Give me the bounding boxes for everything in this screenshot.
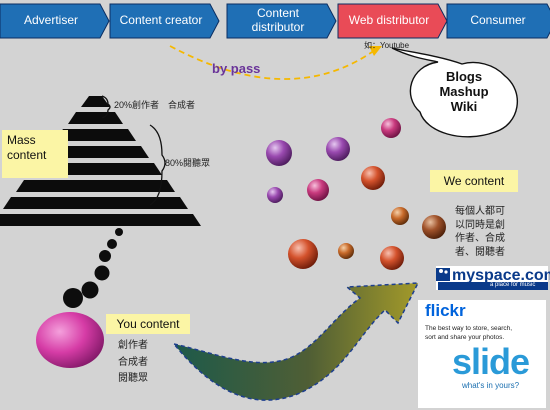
myspace-logo-tagline: a place for music [490, 282, 536, 288]
value-chain-svg [0, 3, 550, 39]
chain-step-label: Content distributor [251, 6, 305, 34]
chain-step-5-shape [446, 3, 550, 39]
chain-step-3-shape [226, 3, 337, 39]
text-line: The best way to store, search, [425, 325, 513, 332]
you-content-bubble [36, 312, 104, 368]
pyramid [0, 96, 201, 226]
text-line: 創作者 [118, 340, 148, 351]
flickr-logo-name: flickr [425, 301, 466, 320]
flickr-logo-tagline: The best way to store, search, sort and s… [425, 324, 512, 342]
flickr-slide-panel [418, 300, 546, 408]
chain-step-2-shape [109, 3, 220, 39]
chain-step-label: Content creator [119, 13, 203, 28]
bypass-arrowhead [369, 46, 382, 56]
text-line: 合成者 [118, 356, 148, 368]
you-content-roles: 創作者合成者閱聽眾 [118, 338, 148, 388]
text-line: Wiki [450, 98, 478, 114]
chain-step-4-shape [337, 3, 448, 39]
pyramid-bottom-label: 80%閱聽眾 [165, 158, 211, 168]
text-line: 每個人都可 [455, 206, 505, 217]
top-bracket [101, 95, 111, 119]
we-content-note: We content [430, 170, 518, 192]
value-chain: Advertiser Content creator Content distrib… [0, 0, 550, 49]
text-line: sort and share your photos. [425, 334, 505, 342]
mass-content-note: Mass content [2, 130, 68, 178]
pyramid-top-label: 20%創作者 合成者 [114, 100, 196, 110]
slide-logo-tagline: what's in yours? [462, 381, 520, 390]
youtube-example: 如：Youtube [364, 41, 410, 50]
slide-logo-name: slide [452, 341, 530, 382]
text-line: Blogs [445, 69, 483, 84]
chain-step-label: Web distributor [348, 13, 430, 28]
myspace-tagline-bar [438, 282, 548, 290]
text-line: 以同時是創 [455, 219, 505, 231]
text-line: 者、閱聽者 [455, 246, 505, 258]
chain-step-1-shape [0, 3, 110, 39]
speech-bubble [391, 47, 519, 138]
big-curved-arrow [172, 282, 420, 401]
pearls [266, 118, 446, 270]
chain-step-label: Consumer [470, 13, 526, 28]
black-dots [63, 228, 123, 308]
text-line: 作者、合成 [455, 233, 505, 244]
myspace-logo-name: myspace.com [452, 267, 550, 284]
chain-step-label: Advertiser [23, 13, 79, 28]
bypass-label: by pass [212, 61, 261, 76]
text-line: 閱聽眾 [118, 373, 148, 384]
you-content-note: You content [106, 314, 190, 334]
we-content-description: 每個人都可以同時是創作者、合成者、閱聽者 [455, 205, 505, 259]
bypass-arc [169, 45, 376, 80]
bottom-bracket [149, 124, 166, 206]
text-line: Mashup [439, 83, 489, 99]
